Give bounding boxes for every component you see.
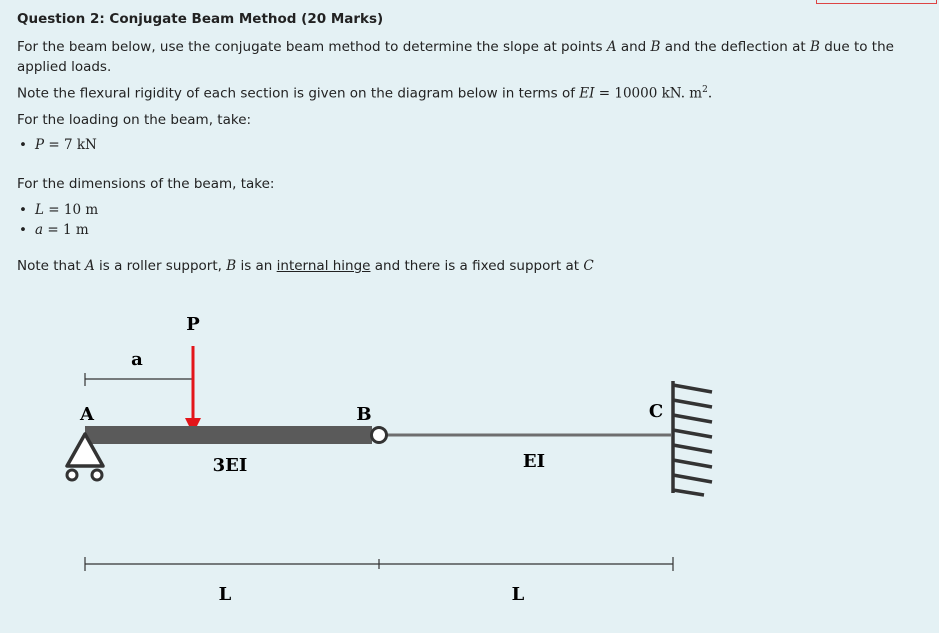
rigidity-left-label: 3EI [213,455,248,476]
dimension-item-a: • a = 1 m [17,222,89,238]
bullet-point: • [19,202,27,218]
rigidity-right-label: EI [523,451,545,472]
intro-text-3: and the deflection at [660,39,811,55]
support-text-3: is an [236,258,277,274]
intro-text-1: For the beam below, use the conjugate be… [17,39,607,55]
rigidity-note: Note the flexural rigidity of each secti… [17,85,712,102]
span-left-label: L [219,584,232,605]
load-symbol: P [35,137,45,153]
support-text-1: Note that [17,258,85,274]
dimension-symbol-a: a [35,222,44,238]
bullet-point: • [19,137,27,153]
intro-point-b: B [650,39,661,55]
loading-intro: For the loading on the beam, take: [17,112,252,128]
point-c-label: C [649,401,663,422]
support-point-c: C [583,258,594,274]
support-note: Note that A is a roller support, B is an… [17,258,594,274]
intro-point-a: A [606,39,617,55]
roller-support-icon [65,432,105,482]
span-right-label: L [512,584,525,605]
support-point-b: B [226,258,237,274]
point-b-label: B [356,404,371,425]
dimension-symbol-l: L [35,202,44,218]
hinge-b-icon [370,426,388,444]
dimension-value-l: = 10 m [43,202,99,218]
support-point-a: A [84,258,95,274]
intro-text-2: and [616,39,651,55]
rigidity-symbol: EI [579,85,595,102]
load-p-label: P [186,314,200,335]
dimension-item-l: • L = 10 m [17,202,98,218]
intro-text-4: due to the applied loads. [17,39,894,75]
support-text-4: and there is a fixed support at [370,258,584,274]
support-text-2: is a roller support, [94,258,227,274]
dimensions-intro: For the dimensions of the beam, take: [17,176,275,192]
point-a-label: A [79,404,95,425]
load-value: = 7 kN [44,137,97,153]
rigidity-value: = 10000 kN. m [594,85,703,102]
question-title: Question 2: Conjugate Beam Method (20 Ma… [17,11,384,27]
rigidity-text: Note the flexural rigidity of each secti… [17,85,580,102]
bullet-point: • [19,222,27,238]
corner-box [816,0,937,4]
rigidity-end: . [707,85,713,102]
fixed-support-icon [671,381,713,497]
dimension-a-label: a [131,349,143,370]
loading-item-p: • P = 7 kN [17,137,97,153]
rigidity-exponent: 2 [702,85,708,95]
beam-segment-ab [85,426,372,444]
intro-paragraph: For the beam below, use the conjugate be… [17,37,917,77]
internal-hinge-link[interactable]: internal hinge [276,258,371,274]
dimension-value-a: = 1 m [43,222,89,238]
intro-point-b2: B [810,39,820,55]
